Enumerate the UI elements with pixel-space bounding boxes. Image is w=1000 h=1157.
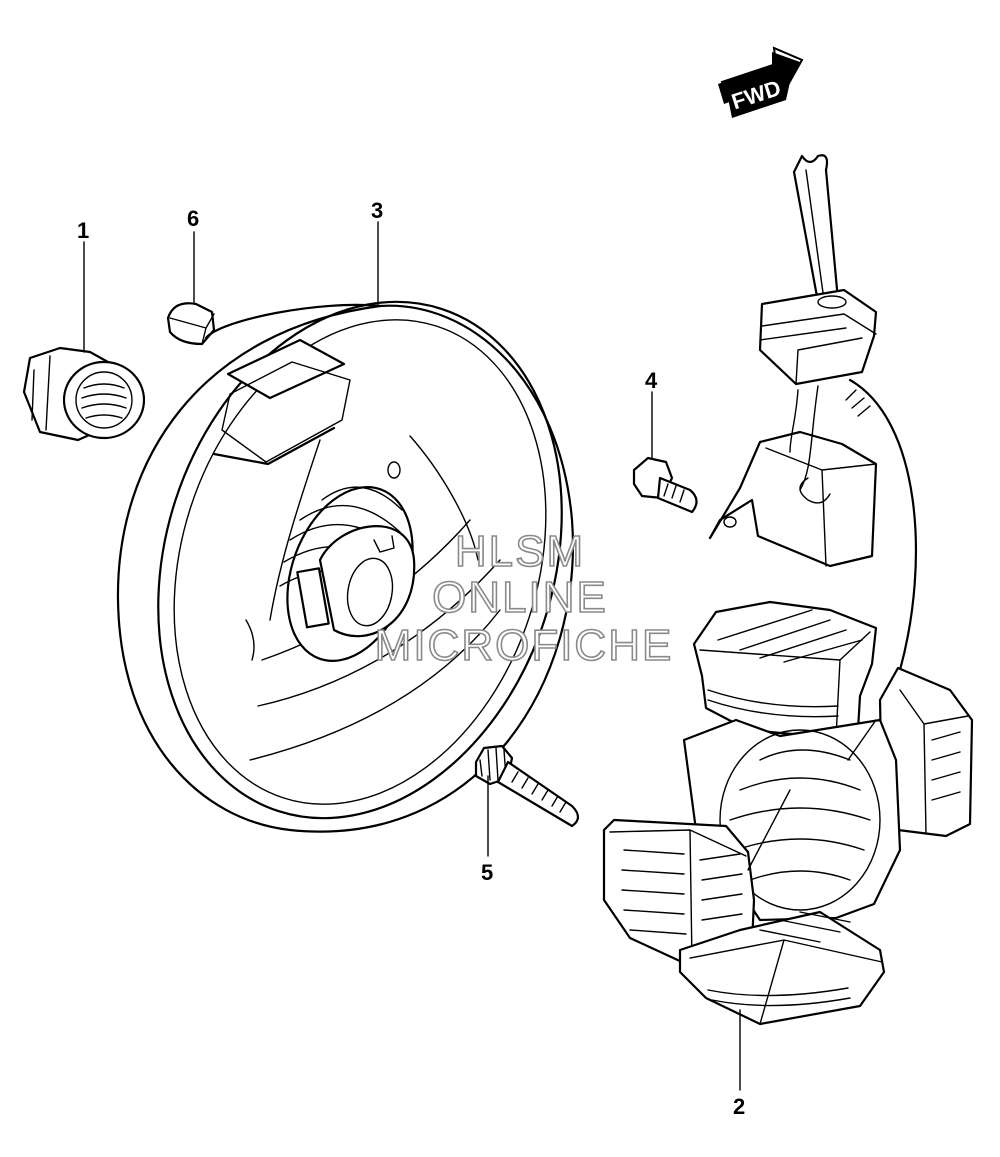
part-2-stator (602, 600, 974, 1026)
watermark-line-2: ONLINE (432, 573, 608, 622)
fwd-arrow-icon: FWD (718, 46, 804, 118)
watermark-line-1: HLSM (455, 527, 585, 576)
part-4-screw (632, 456, 698, 514)
callout-6: 6 (187, 206, 199, 231)
part-1-nut (22, 346, 146, 442)
callout-2: 2 (733, 1094, 745, 1119)
callout-3: 3 (371, 198, 383, 223)
pickup-coil (708, 154, 917, 792)
part-3-rotor (116, 300, 574, 833)
callout-4: 4 (645, 368, 658, 393)
part-6-key (166, 302, 216, 346)
callout-5: 5 (481, 860, 493, 885)
callout-1: 1 (77, 218, 89, 243)
watermark-line-3: MICROFICHE (375, 621, 674, 670)
watermark: HLSM ONLINE MICROFICHE (374, 526, 674, 671)
part-5-bolt (474, 744, 580, 828)
leader-lines (83, 221, 741, 1091)
